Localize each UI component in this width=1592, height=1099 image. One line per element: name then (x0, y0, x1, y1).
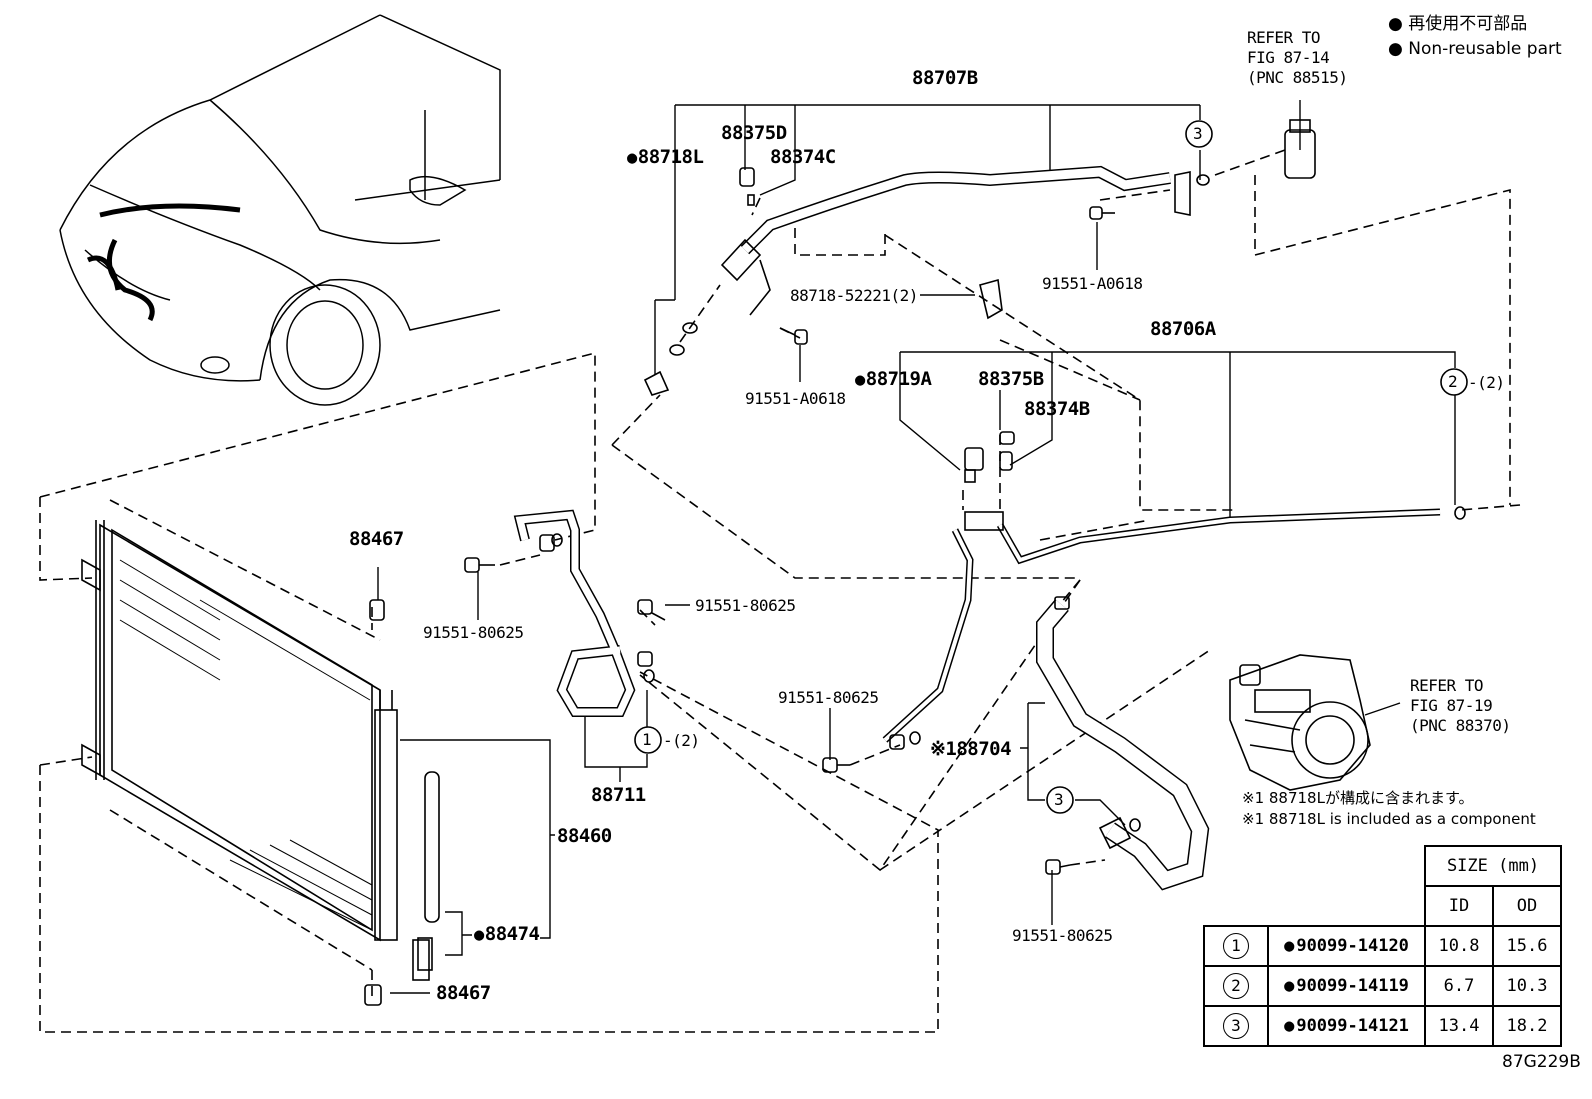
part-91551-A0618-lower: 91551-A0618 (745, 389, 846, 408)
part-88374C: 88374C (770, 146, 836, 168)
refer-line-3: (PNC 88370) (1410, 716, 1511, 735)
size-row: 1 90099-14120 10.8 15.6 (1203, 925, 1562, 967)
ring-callouts (634, 120, 1468, 814)
part-91551-80625-a: 91551-80625 (423, 623, 524, 642)
refer-line-1: REFER TO (1247, 28, 1321, 47)
part-88711: 88711 (591, 784, 646, 806)
vehicle-illustration (59, 14, 501, 406)
part-88460: 88460 (557, 825, 612, 847)
size-table-title: SIZE (mm) (1424, 845, 1562, 887)
part-88375D: 88375D (721, 122, 787, 144)
part-88375B: 88375B (978, 368, 1044, 390)
size-col-od: OD (1492, 885, 1562, 927)
part-91551-80625-c: 91551-80625 (778, 688, 879, 707)
part-88704: ※188704 (930, 738, 1012, 760)
ring-number: 3 (1223, 1013, 1249, 1039)
size-table: SIZE (mm) ID OD 1 90099-14120 10.8 15.6 … (1203, 845, 1562, 1047)
refer-line-2: FIG 87-14 (1247, 48, 1330, 67)
callout-lines (377, 100, 1456, 994)
condenser (81, 520, 440, 1006)
ring-number: 1 (1223, 933, 1249, 959)
part-88474: 88474 (474, 923, 540, 945)
size-od: 10.3 (1492, 965, 1562, 1007)
part-number: 90099-14121 (1284, 1016, 1409, 1036)
size-od: 15.6 (1492, 925, 1562, 967)
size-id: 6.7 (1424, 965, 1494, 1007)
part-number: 90099-14119 (1284, 976, 1409, 996)
legend: 再使用不可部品 Non-reusable part (1388, 12, 1562, 62)
ring-3-callout: 3 (1193, 124, 1203, 143)
ring-3-callout-lower: 3 (1054, 790, 1064, 809)
hoses (513, 165, 1441, 891)
ring-1-callout: 1 (642, 730, 652, 749)
part-88719A: 88719A (855, 368, 932, 390)
part-88707B: 88707B (912, 67, 978, 89)
part-88467-upper: 88467 (349, 528, 404, 550)
ring-number: 2 (1223, 973, 1249, 999)
size-row: 3 90099-14121 13.4 18.2 (1203, 1005, 1562, 1047)
part-88718L: 88718L (627, 146, 704, 168)
ring-2-qty: -(2) (1468, 373, 1505, 392)
size-col-id: ID (1424, 885, 1494, 927)
part-88374B: 88374B (1024, 398, 1090, 420)
refer-line-2: FIG 87-19 (1410, 696, 1493, 715)
part-88467-lower: 88467 (436, 982, 491, 1004)
legend-jp: 再使用不可部品 (1388, 12, 1562, 37)
note-en: ※1 88718L is included as a component (1242, 810, 1536, 828)
part-88718-52221: 88718-52221(2) (790, 286, 918, 305)
part-91551-80625-d: 91551-80625 (1012, 926, 1113, 945)
small-parts (412, 119, 1466, 981)
compressor (1229, 654, 1371, 791)
part-91551-80625-b: 91551-80625 (695, 596, 796, 615)
size-row: 2 90099-14119 6.7 10.3 (1203, 965, 1562, 1007)
part-91551-A0618-upper: 91551-A0618 (1042, 274, 1143, 293)
note-jp: ※1 88718Lが構成に含まれます。 (1242, 789, 1474, 807)
part-88706A: 88706A (1150, 318, 1216, 340)
size-id: 13.4 (1424, 1005, 1494, 1047)
refer-line-3: (PNC 88515) (1247, 68, 1348, 87)
refer-fig-87-19: REFER TO FIG 87-19 (PNC 88370) (1410, 676, 1511, 736)
refer-line-1: REFER TO (1410, 676, 1484, 695)
part-number: 90099-14120 (1284, 936, 1409, 956)
condenser-fins (119, 559, 373, 931)
refer-fig-87-14: REFER TO FIG 87-14 (PNC 88515) (1247, 28, 1348, 88)
figure-id: 87G229B (1502, 1052, 1581, 1072)
legend-en: Non-reusable part (1388, 37, 1561, 62)
ring-2-callout: 2 (1448, 372, 1458, 391)
size-od: 18.2 (1492, 1005, 1562, 1047)
ring-1-qty: -(2) (663, 731, 700, 750)
size-id: 10.8 (1424, 925, 1494, 967)
